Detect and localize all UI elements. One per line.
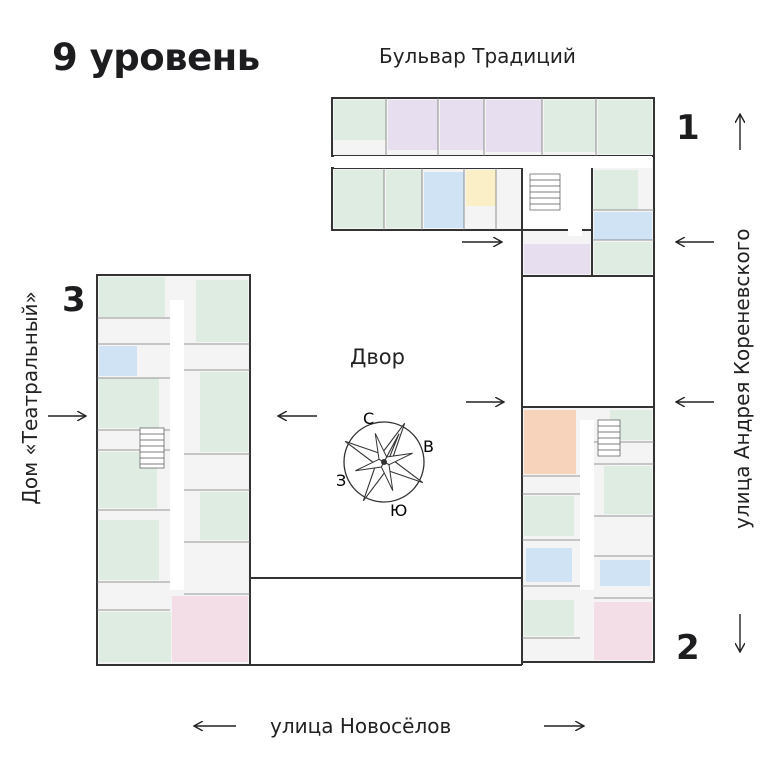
section-number-2: 2 bbox=[676, 628, 700, 668]
apartment-unit[interactable] bbox=[334, 100, 386, 140]
apartment-unit[interactable] bbox=[604, 466, 652, 514]
apartment-unit[interactable] bbox=[544, 100, 596, 152]
compass-rose-icon bbox=[343, 421, 425, 503]
street-label-top: Бульвар Традиций bbox=[379, 44, 576, 68]
apartment-unit[interactable] bbox=[99, 277, 165, 317]
apartment-unit[interactable] bbox=[172, 596, 248, 662]
apartment-unit[interactable] bbox=[598, 100, 652, 154]
apartment-unit[interactable] bbox=[99, 378, 159, 428]
section-number-3: 3 bbox=[62, 280, 86, 320]
apartment-unit[interactable] bbox=[594, 242, 652, 274]
apartment-unit[interactable] bbox=[524, 600, 574, 636]
apartment-unit[interactable] bbox=[200, 372, 248, 452]
apartment-unit[interactable] bbox=[386, 170, 422, 228]
apartment-unit[interactable] bbox=[99, 520, 159, 580]
apartment-unit[interactable] bbox=[594, 212, 652, 240]
compass-west-label: З bbox=[336, 471, 346, 490]
courtyard-label: Двор bbox=[350, 345, 405, 369]
compass-south-label: Ю bbox=[390, 501, 407, 520]
apartment-unit[interactable] bbox=[196, 280, 248, 342]
apartment-unit[interactable] bbox=[524, 496, 574, 536]
apartment-unit[interactable] bbox=[388, 100, 438, 150]
apartment-unit[interactable] bbox=[594, 602, 652, 660]
apartment-unit[interactable] bbox=[526, 548, 572, 582]
apartment-unit[interactable] bbox=[600, 560, 650, 586]
street-label-bottom: улица Новосёлов bbox=[270, 714, 452, 738]
apartment-unit[interactable] bbox=[424, 172, 464, 228]
apartment-unit[interactable] bbox=[99, 346, 137, 376]
compass-east-label: В bbox=[423, 437, 434, 456]
apartment-unit[interactable] bbox=[466, 170, 496, 206]
page-title: 9 уровень bbox=[52, 36, 260, 79]
apartment-unit[interactable] bbox=[200, 492, 248, 540]
building-section-2 bbox=[521, 406, 655, 663]
apartment-unit[interactable] bbox=[486, 100, 542, 152]
apartment-unit[interactable] bbox=[524, 410, 576, 474]
apartment-unit[interactable] bbox=[334, 170, 384, 228]
apartment-unit[interactable] bbox=[524, 244, 590, 274]
building-outline bbox=[250, 275, 655, 666]
apartment-unit[interactable] bbox=[440, 100, 484, 150]
apartment-unit[interactable] bbox=[99, 612, 171, 662]
building-section-3 bbox=[96, 274, 251, 666]
building-section-1 bbox=[331, 97, 655, 277]
compass-north-label: С bbox=[363, 409, 374, 428]
apartment-unit[interactable] bbox=[594, 170, 638, 210]
section-number-1: 1 bbox=[676, 108, 700, 148]
